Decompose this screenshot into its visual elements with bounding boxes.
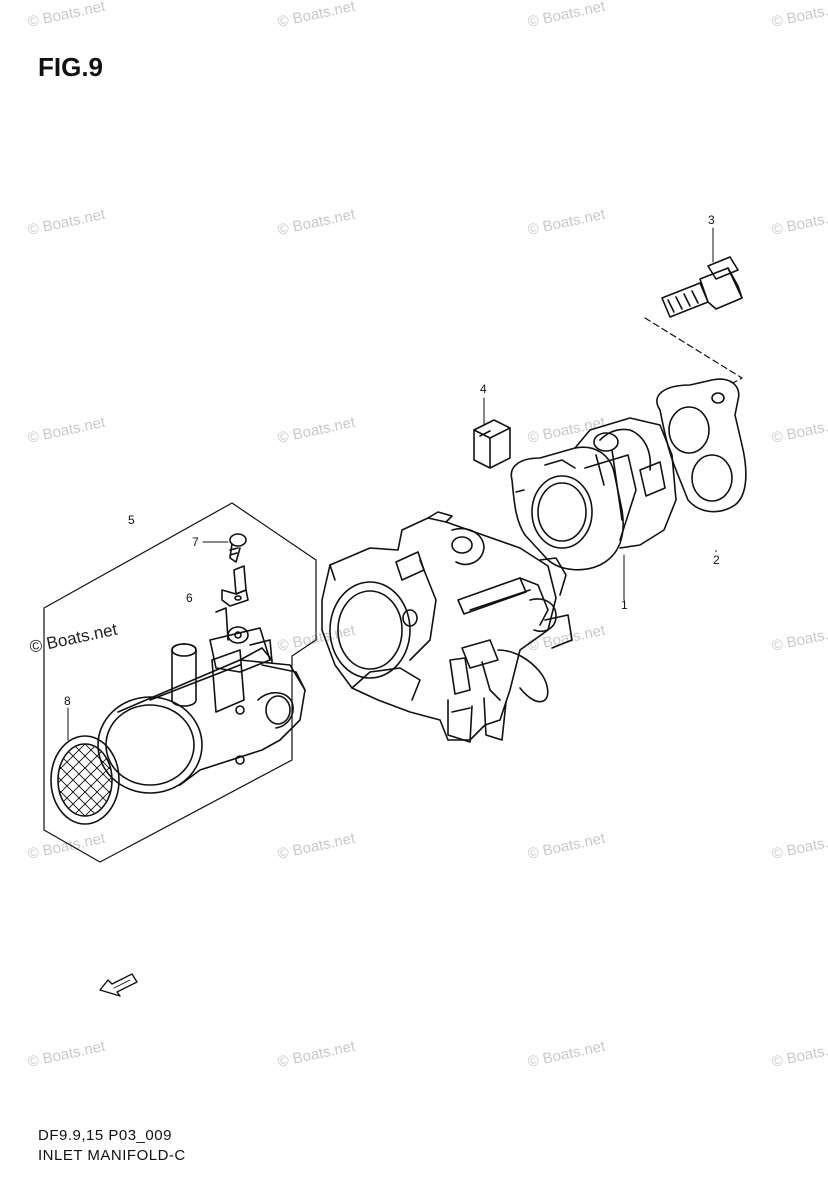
callout-7[interactable]: 7	[192, 535, 199, 549]
bolt-part-3[interactable]	[661, 256, 743, 318]
cap-part-4[interactable]	[473, 419, 511, 469]
front-direction-arrow	[99, 973, 138, 997]
assembly-boundary-part-5	[43, 502, 317, 863]
callout-4[interactable]: 4	[480, 382, 487, 396]
mesh-screen-part-8[interactable]	[45, 704, 125, 856]
callout-8[interactable]: 8	[64, 694, 71, 708]
intake-silencer[interactable]	[97, 607, 306, 794]
screw-part-7[interactable]	[229, 533, 247, 563]
callout-3[interactable]: 3	[708, 213, 715, 227]
callout-5[interactable]: 5	[128, 513, 135, 527]
diagram-name: INLET MANIFOLD-C	[38, 1147, 186, 1164]
bolt-leader-line	[644, 317, 743, 384]
carburetor-body[interactable]	[321, 511, 573, 743]
callout-2[interactable]: 2	[713, 553, 720, 567]
callout-1[interactable]: 1	[621, 598, 628, 612]
callout-6[interactable]: 6	[186, 591, 193, 605]
bracket-part-6[interactable]	[221, 565, 249, 607]
gasket-part-2[interactable]	[656, 378, 747, 513]
diagram-code: DF9.9,15 P03_009	[38, 1127, 172, 1144]
figure-title: FIG.9	[38, 52, 104, 82]
inlet-manifold-part-1[interactable]	[510, 417, 677, 571]
